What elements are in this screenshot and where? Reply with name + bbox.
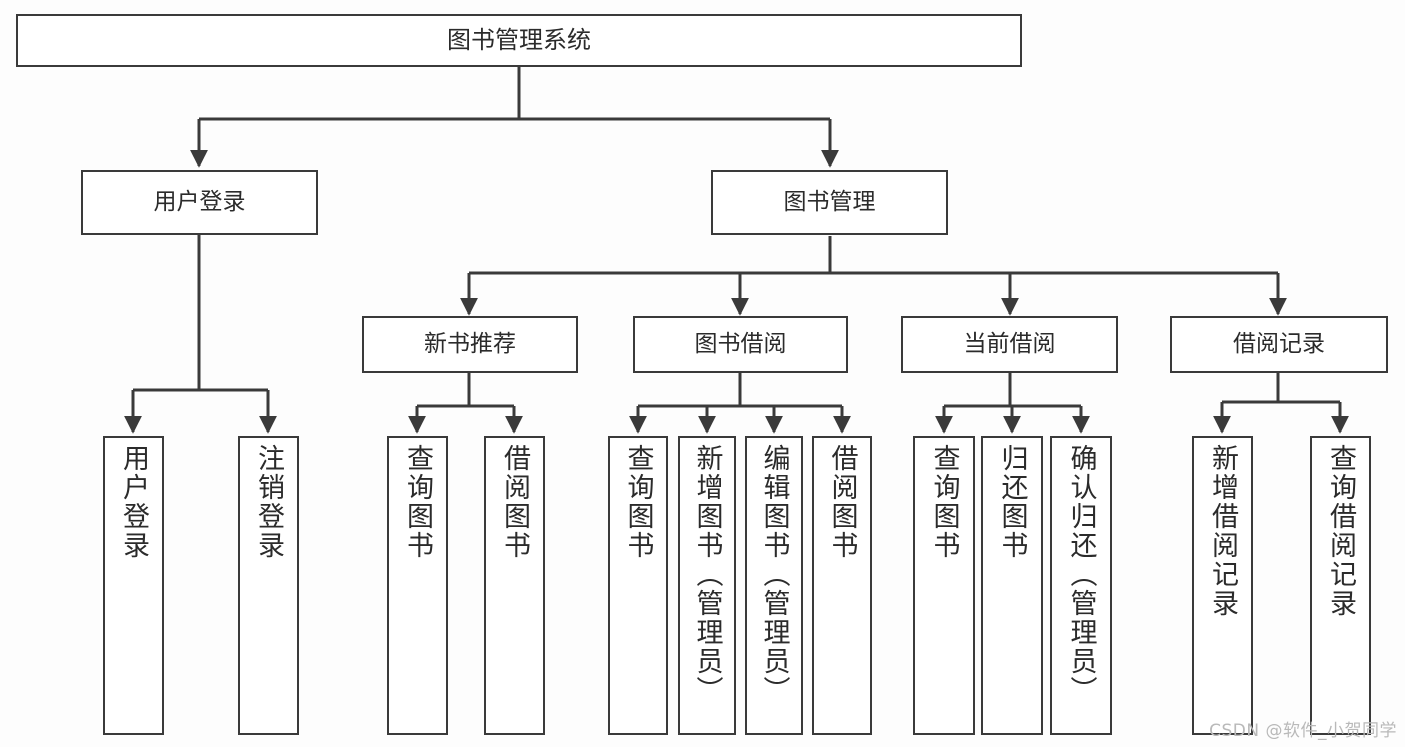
node-root-label: 图书管理系统 [447, 26, 591, 55]
leaf-logout-login-label: 注销登录 [253, 444, 284, 560]
leaf-borrow-book-2[interactable]: 借阅图书 [812, 436, 872, 735]
leaf-add-book[interactable]: 新增图书（管理员） [678, 436, 736, 735]
node-user-login-label: 用户登录 [153, 188, 246, 215]
leaf-return-book[interactable]: 归还图书 [981, 436, 1043, 735]
node-current-borrow-label: 当前借阅 [963, 330, 1056, 357]
leaf-logout-login[interactable]: 注销登录 [238, 436, 299, 735]
leaf-query-book-1[interactable]: 查询图书 [387, 436, 448, 735]
node-book-borrow-label: 图书借阅 [694, 330, 787, 357]
node-new-book-rec-label: 新书推荐 [424, 330, 516, 357]
node-borrow-record[interactable]: 借阅记录 [1170, 316, 1388, 373]
leaf-query-record-label: 查询借阅记录 [1325, 444, 1356, 618]
node-new-book-rec[interactable]: 新书推荐 [362, 316, 578, 373]
leaf-add-record[interactable]: 新增借阅记录 [1192, 436, 1253, 735]
leaf-borrow-book-1-label: 借阅图书 [499, 444, 530, 560]
node-book-borrow[interactable]: 图书借阅 [633, 316, 848, 373]
node-borrow-record-label: 借阅记录 [1233, 330, 1325, 357]
leaf-query-book-3-label: 查询图书 [928, 444, 960, 560]
leaf-edit-book[interactable]: 编辑图书（管理员） [745, 436, 803, 735]
leaf-query-book-2-label: 查询图书 [622, 444, 654, 560]
leaf-confirm-return-label: 确认归还（管理员） [1065, 444, 1097, 705]
leaf-borrow-book-2-label: 借阅图书 [826, 444, 858, 560]
leaf-edit-book-label: 编辑图书（管理员） [758, 444, 790, 705]
leaf-borrow-book-1[interactable]: 借阅图书 [484, 436, 545, 735]
leaf-return-book-label: 归还图书 [996, 444, 1028, 560]
leaf-query-record[interactable]: 查询借阅记录 [1310, 436, 1371, 735]
leaf-add-record-label: 新增借阅记录 [1207, 444, 1238, 618]
leaf-query-book-1-label: 查询图书 [402, 444, 433, 560]
node-root[interactable]: 图书管理系统 [16, 14, 1022, 67]
leaf-query-book-2[interactable]: 查询图书 [608, 436, 668, 735]
node-user-login[interactable]: 用户登录 [81, 170, 318, 235]
leaf-user-login[interactable]: 用户登录 [103, 436, 164, 735]
leaf-confirm-return[interactable]: 确认归还（管理员） [1050, 436, 1112, 735]
leaf-add-book-label: 新增图书（管理员） [691, 444, 723, 705]
leaf-user-login-label: 用户登录 [118, 444, 149, 560]
node-book-manage[interactable]: 图书管理 [711, 170, 948, 235]
leaf-query-book-3[interactable]: 查询图书 [913, 436, 975, 735]
node-current-borrow[interactable]: 当前借阅 [901, 316, 1118, 373]
watermark: CSDN @软件_小贺同学 [1209, 721, 1397, 741]
node-book-manage-label: 图书管理 [783, 188, 876, 215]
